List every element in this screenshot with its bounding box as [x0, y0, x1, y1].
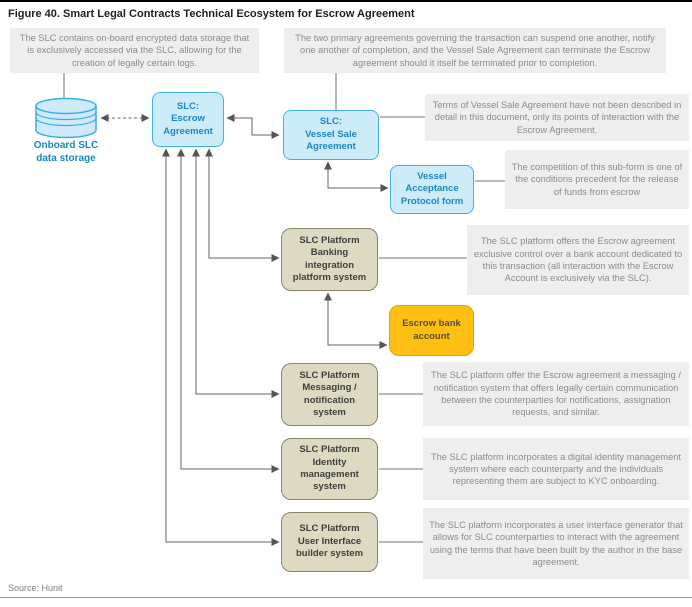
- callout-primary-agreements: The two primary agreements governing the…: [284, 28, 666, 73]
- bottom-border: [0, 597, 692, 598]
- node-escrow-agreement: SLC: Escrow Agreement: [152, 92, 224, 147]
- connector-escrow-vessel: [226, 114, 280, 139]
- node-ui-builder-system: SLC Platform User Interface builder syst…: [281, 512, 378, 572]
- node-escrow-bank-account: Escrow bank account: [389, 305, 474, 356]
- callout-storage: The SLC contains on-board encrypted data…: [10, 28, 259, 73]
- node-banking-platform: SLC Platform Banking integration platfor…: [281, 228, 378, 291]
- node-vessel-sale-agreement: SLC: Vessel Sale Agreement: [283, 110, 379, 160]
- node-messaging-system: SLC Platform Messaging / notification sy…: [281, 363, 378, 426]
- connector-escrow-messaging: [192, 148, 280, 398]
- figure-title: Figure 40. Smart Legal Contracts Technic…: [8, 8, 415, 20]
- node-vessel-acceptance-form: Vessel Acceptance Protocol form: [390, 165, 474, 214]
- connector-escrow-ui: [162, 148, 280, 546]
- callout-ui-builder: The SLC platform incorporates a user int…: [423, 508, 689, 579]
- top-border: [0, 0, 692, 2]
- callout-acceptance-condition: The competition of this sub-form is one …: [505, 150, 689, 209]
- callout-identity: The SLC platform incorporates a digital …: [423, 438, 689, 500]
- database-cylinder-icon: [35, 97, 97, 139]
- node-identity-system: SLC Platform Identity management system: [281, 438, 378, 500]
- source-note: Source: Hunit: [8, 583, 63, 593]
- connector-vessel-acceptance: [324, 161, 389, 192]
- storage-label: Onboard SLC data storage: [33, 140, 99, 164]
- connector-escrow-banking: [205, 148, 280, 262]
- connector-banking-account: [324, 292, 388, 349]
- callout-vessel-terms: Terms of Vessel Sale Agreement have not …: [425, 94, 689, 141]
- callout-messaging: The SLC platform offer the Escrow agreem…: [423, 362, 689, 426]
- callout-banking: The SLC platform offers the Escrow agree…: [467, 225, 689, 295]
